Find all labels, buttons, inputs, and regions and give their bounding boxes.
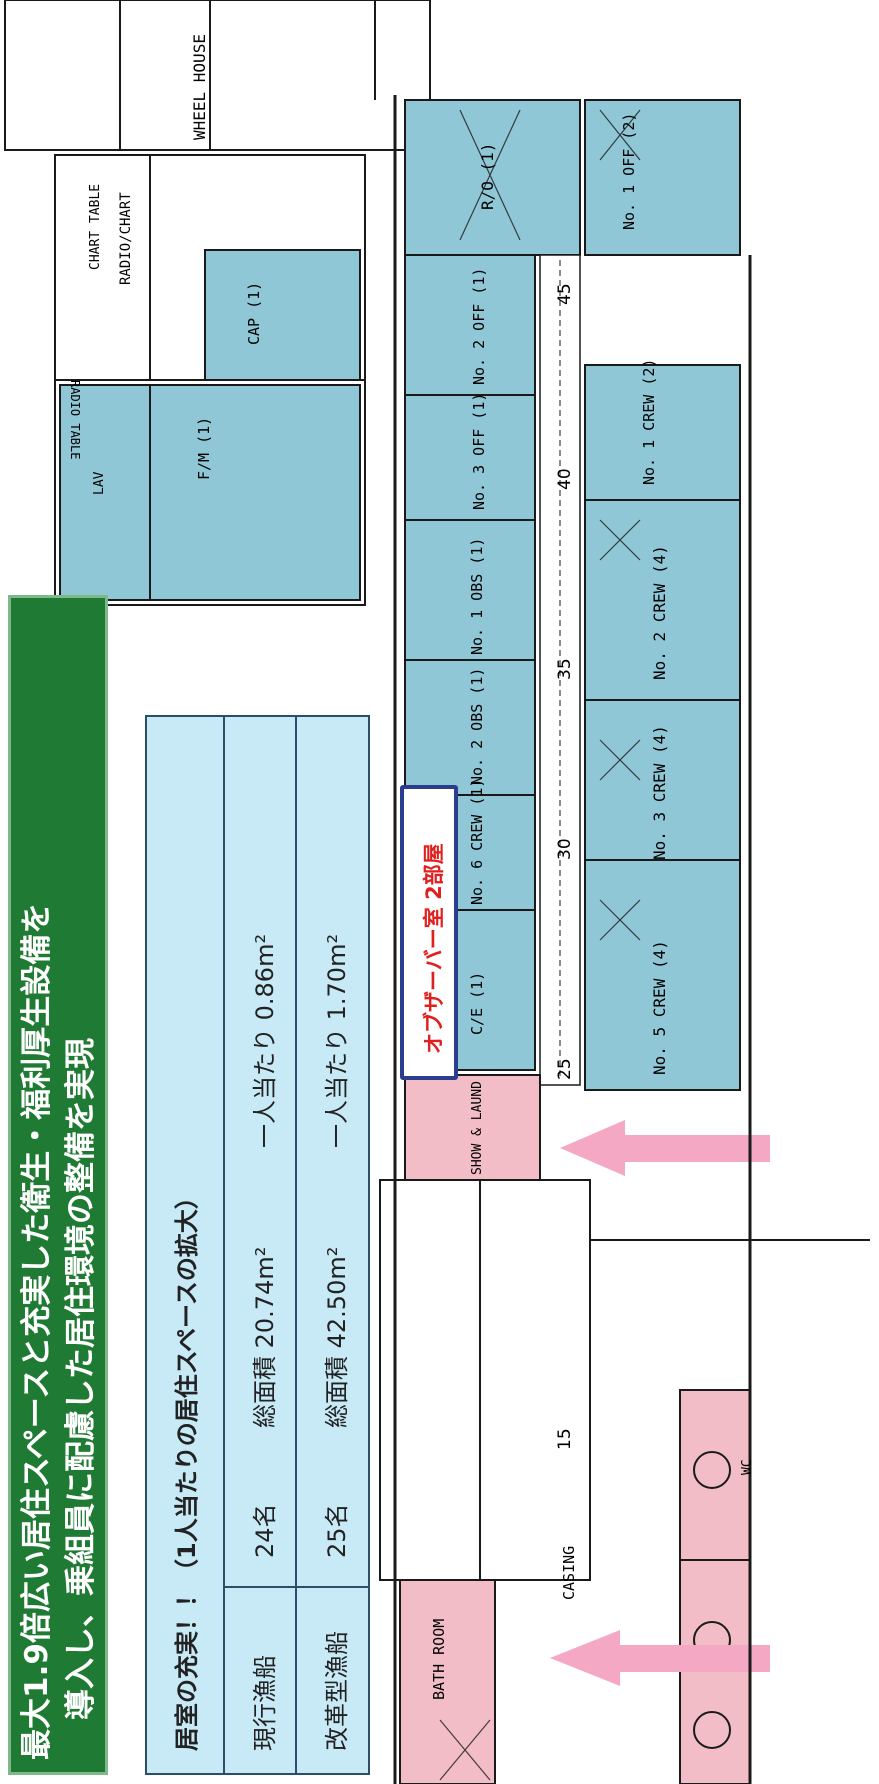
label-ce: C/E (1) — [468, 971, 486, 1035]
label-cap: CAP (1) — [245, 281, 263, 345]
row-current-per-person: 一人当たり 0.86m² — [251, 933, 279, 1148]
label-no3-off: No. 3 OFF (1) — [470, 392, 488, 510]
observer-room-text: オブザーバー室 2部屋 — [422, 843, 446, 1054]
frame-15: 15 — [555, 1428, 575, 1450]
headline-line-2: 導入し、乗組員に配慮した居住環境の整備を実現 — [63, 1038, 99, 1720]
frame-30: 30 — [555, 838, 575, 860]
bath-room — [399, 1579, 496, 1784]
frame-25: 25 — [555, 1058, 575, 1080]
label-bath-room: BATH ROOM — [430, 1618, 448, 1700]
row-current-total: 総面積 20.74m² — [251, 1246, 279, 1428]
arrow-upper — [560, 1120, 770, 1176]
cabin-no3-off — [404, 394, 536, 521]
label-no1-crew: No. 1 CREW (2) — [640, 358, 658, 485]
label-no3-crew: No. 3 CREW (4) — [650, 725, 669, 860]
cabin-no2-crew — [584, 499, 741, 701]
label-radio-table: RADIO TABLE — [68, 380, 82, 460]
headline-line-1: 最大1.9倍広い居住スペースと充実した衛生・福利厚生設備を — [19, 902, 55, 1760]
cabin-no1-crew — [584, 364, 741, 501]
label-no2-off: No. 2 OFF (1) — [470, 267, 488, 385]
label-wc: WC — [740, 1459, 755, 1475]
table-title: 居室の充実！！（1人当たりの居住スペースの拡大） — [173, 1185, 201, 1751]
row-reform-vessel: 改革型漁船 — [323, 1631, 351, 1751]
cabin-no2-obs — [404, 659, 536, 796]
cabin-no5-crew — [584, 859, 741, 1091]
label-lav: LAV — [92, 471, 107, 495]
cabin-no3-crew — [584, 699, 741, 861]
cabin-cap — [204, 249, 361, 381]
arrow-lower — [550, 1630, 770, 1686]
headline-banner: 最大1.9倍広い居住スペースと充実した衛生・福利厚生設備を 導入し、乗組員に配慮… — [8, 595, 108, 1775]
frame-40: 40 — [555, 468, 575, 490]
label-ro: R/O (1) — [478, 142, 497, 210]
label-wheel-house: WHEEL HOUSE — [190, 34, 209, 140]
label-fm: F/M (1) — [195, 416, 213, 480]
row-reform-crew: 25名 — [323, 1503, 351, 1558]
cabin-no2-off — [404, 254, 536, 396]
label-no5-crew: No. 5 CREW (4) — [650, 940, 669, 1075]
cabin-no1-off — [584, 99, 741, 256]
label-radio-chart: RADIO/CHART — [118, 192, 134, 285]
cabin-no1-obs — [404, 519, 536, 661]
label-no6-crew: No. 6 CREW (1) — [468, 778, 486, 905]
frame-45: 45 — [555, 283, 575, 305]
label-chart-table: CHART TABLE — [88, 183, 103, 270]
row-reform-per-person: 一人当たり 1.70m² — [323, 933, 351, 1148]
frame-35: 35 — [555, 658, 575, 680]
wc-room-2 — [679, 1389, 751, 1561]
row-reform-total: 総面積 42.50m² — [323, 1246, 351, 1428]
label-no2-crew: No. 2 CREW (4) — [650, 545, 669, 680]
row-current-vessel: 現行漁船 — [251, 1655, 279, 1751]
comparison-table: 居室の充実！！（1人当たりの居住スペースの拡大） 現行漁船 24名 総面積 20… — [145, 715, 370, 1775]
label-show-laund: SHOW & LAUND — [470, 1081, 485, 1175]
row-current-crew: 24名 — [251, 1503, 279, 1558]
label-casing: CASING — [560, 1545, 578, 1600]
cabin-fm — [149, 384, 361, 601]
label-no1-off: No. 1 OFF (2) — [620, 112, 638, 230]
label-no1-obs: No. 1 OBS (1) — [468, 537, 486, 655]
label-no2-obs: No. 2 OBS (1) — [468, 667, 486, 785]
observer-room-callout: オブザーバー室 2部屋 — [400, 785, 458, 1080]
